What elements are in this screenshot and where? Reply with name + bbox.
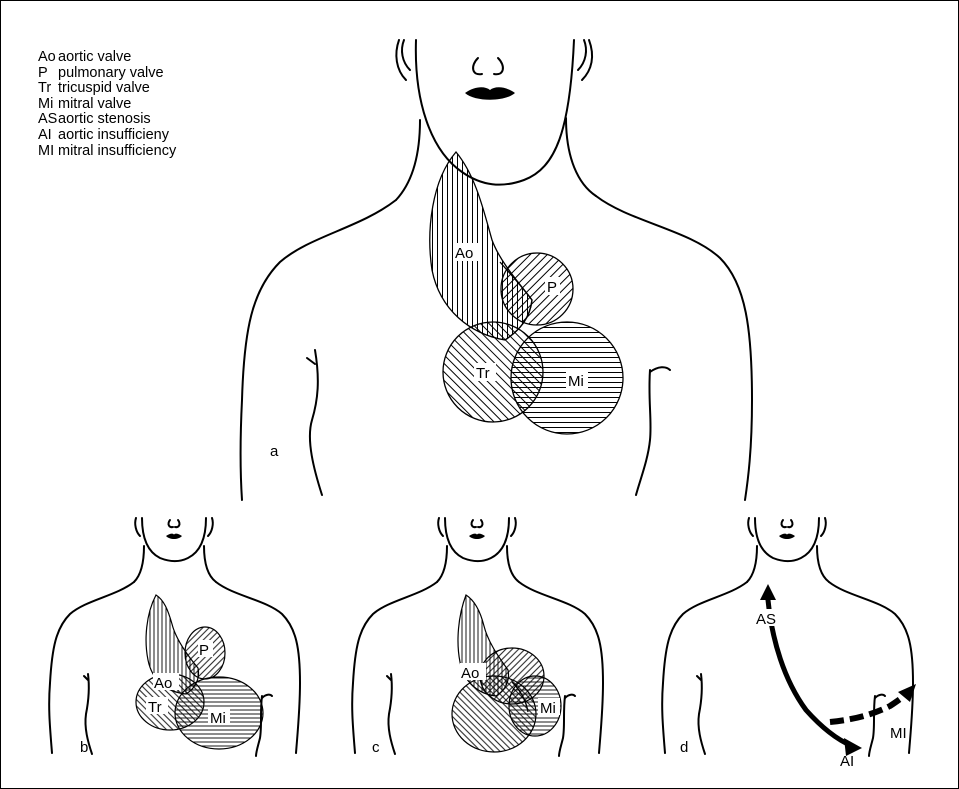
arrow-mi (830, 694, 906, 722)
panel-b: Ao P Tr Mi b (49, 518, 300, 756)
arrow-as-head (760, 584, 776, 600)
label-p: P (199, 642, 209, 659)
panel-letter-d: d (680, 739, 688, 756)
neck-left (396, 120, 420, 200)
label-ao: Ao (455, 245, 473, 262)
nose (473, 58, 482, 74)
label-tr: Tr (148, 699, 162, 716)
arrow-ai (768, 600, 852, 746)
torso-left (241, 200, 397, 500)
panel-d: AS AI MI d (662, 518, 916, 770)
label-ao: Ao (461, 665, 479, 682)
panel-d-body-outline (662, 518, 913, 756)
valve-p-region (501, 253, 573, 325)
label-p: P (547, 279, 557, 296)
neck-right (566, 118, 596, 196)
panel-c: Ao Mi c (352, 518, 603, 756)
label-tr: Tr (476, 365, 490, 382)
label-ao: Ao (154, 675, 172, 692)
torso-right (596, 196, 752, 500)
panel-letter-a: a (270, 443, 279, 460)
label-mi: Mi (568, 373, 584, 390)
label-mi: Mi (210, 710, 226, 727)
mouth (465, 87, 515, 99)
head-outline (416, 40, 574, 185)
arm-right (636, 370, 651, 495)
label-as: AS (756, 611, 776, 628)
arm-left (310, 350, 322, 495)
label-mi: Mi (540, 700, 556, 717)
panel-letter-c: c (372, 739, 380, 756)
panel-a: Ao P Tr Mi a (241, 40, 753, 500)
panel-letter-b: b (80, 739, 88, 756)
label-mi-insufficiency: MI (890, 725, 907, 742)
label-ai: AI (840, 753, 854, 770)
